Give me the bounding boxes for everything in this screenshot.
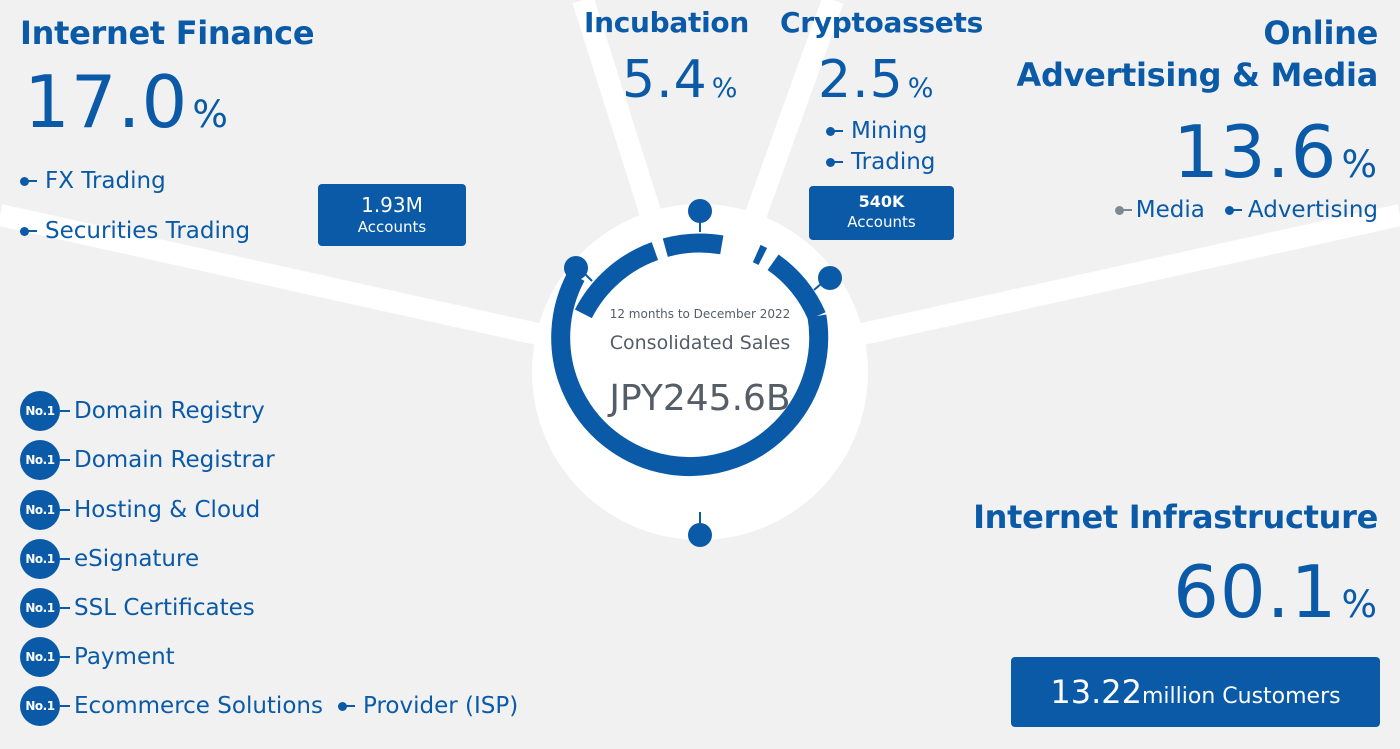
incubation-share-value: 5.4	[622, 50, 708, 110]
center-value: JPY245.6B	[609, 378, 791, 419]
internet-finance-share-unit: %	[192, 92, 229, 136]
no1-badge-icon: No.1	[20, 539, 70, 579]
ranking-label: Domain Registry	[74, 398, 265, 424]
online-advertising-share-value: 13.6	[1173, 110, 1338, 194]
ring-segments	[551, 233, 829, 477]
no1-badge-icon: No.1	[20, 440, 70, 480]
customers-value: 13.22	[1050, 673, 1142, 711]
cryptoassets-item-1: Mining	[826, 118, 927, 144]
center-period: 12 months to December 2022	[609, 307, 791, 321]
center-label: Consolidated Sales	[609, 332, 791, 354]
ring-infrastructure	[551, 271, 829, 477]
ring-dot-bottom	[688, 523, 712, 547]
bullet-icon	[1224, 205, 1242, 215]
ranking-label: Domain Registrar	[74, 447, 275, 473]
ring-advertising	[767, 254, 826, 321]
internet-finance-item-1: FX Trading	[20, 168, 166, 194]
cryptoassets-item-label: Mining	[851, 118, 928, 144]
incubation-title: Incubation	[584, 6, 749, 39]
infrastructure-extra-item: Provider (ISP)	[338, 693, 518, 719]
cryptoassets-share: 2.5%	[818, 54, 934, 106]
ring-dots	[564, 199, 842, 547]
cryptoassets-accounts-value: 540K	[858, 192, 905, 211]
online-advertising-item-label: Media	[1135, 197, 1205, 223]
internet-infrastructure-share-unit: %	[1341, 582, 1378, 626]
internet-infrastructure-title: Internet Infrastructure	[973, 498, 1378, 536]
cryptoassets-accounts-label: Accounts	[847, 213, 916, 231]
ring-dot-right	[818, 266, 842, 290]
online-advertising-share: 13.6%	[1173, 116, 1378, 188]
customers-box: 13.22million Customers	[1011, 657, 1380, 727]
bullet-icon	[338, 701, 355, 711]
bullet-icon	[20, 176, 37, 186]
internet-finance-accounts-value: 1.93M	[361, 193, 423, 217]
no1-badge-icon: No.1	[20, 686, 70, 726]
internet-finance-share-value: 17.0	[24, 60, 189, 144]
ring-dot-left	[564, 256, 588, 280]
internet-finance-item-label: Securities Trading	[45, 218, 251, 244]
online-advertising-title-line1: Online	[1263, 14, 1378, 52]
no1-badge-icon: No.1	[20, 490, 70, 530]
no1-badge-icon: No.1	[20, 391, 70, 431]
internet-finance-item-2: Securities Trading	[20, 218, 250, 244]
internet-finance-accounts-box: 1.93M Accounts	[318, 184, 466, 246]
incubation-share-unit: %	[711, 73, 739, 104]
ranking-label: Payment	[74, 644, 175, 670]
online-advertising-item-label: Advertising	[1247, 197, 1378, 223]
cryptoassets-share-value: 2.5	[818, 50, 904, 110]
customers-label: million Customers	[1142, 684, 1341, 709]
internet-finance-item-label: FX Trading	[45, 168, 166, 194]
ranking-label: Hosting & Cloud	[74, 497, 261, 523]
bullet-icon	[826, 126, 843, 136]
cryptoassets-item-label: Trading	[851, 149, 936, 175]
infrastructure-extra-label: Provider (ISP)	[363, 693, 519, 719]
bullet-icon	[1114, 205, 1132, 215]
internet-finance-title: Internet Finance	[20, 14, 315, 52]
no1-badge-icon: No.1	[20, 588, 70, 628]
ring-finance	[574, 242, 659, 319]
cryptoassets-title: Cryptoassets	[780, 6, 983, 39]
bullet-icon	[826, 157, 843, 167]
online-advertising-title-line2: Advertising & Media	[1016, 56, 1379, 94]
incubation-share: 5.4%	[622, 54, 738, 106]
internet-finance-share: 17.0%	[24, 66, 229, 138]
ranking-label: Ecommerce Solutions	[74, 693, 323, 719]
ranking-label: SSL Certificates	[74, 595, 255, 621]
internet-finance-accounts-label: Accounts	[357, 218, 427, 236]
internet-infrastructure-share: 60.1%	[1173, 556, 1378, 628]
cryptoassets-share-unit: %	[907, 73, 935, 104]
online-advertising-items: Media Advertising	[1114, 197, 1378, 223]
cryptoassets-accounts-box: 540K Accounts	[809, 186, 954, 240]
online-advertising-share-unit: %	[1341, 142, 1378, 186]
ring-halo	[532, 204, 868, 540]
cryptoassets-item-2: Trading	[826, 149, 935, 175]
ring-cryptoassets	[752, 244, 768, 265]
internet-infrastructure-share-value: 60.1	[1173, 550, 1338, 634]
no1-badge-icon: No.1	[20, 637, 70, 677]
bullet-icon	[20, 226, 37, 236]
ranking-label: eSignature	[74, 546, 200, 572]
ring-dot-top	[688, 199, 712, 223]
ring-incubation	[662, 233, 724, 257]
